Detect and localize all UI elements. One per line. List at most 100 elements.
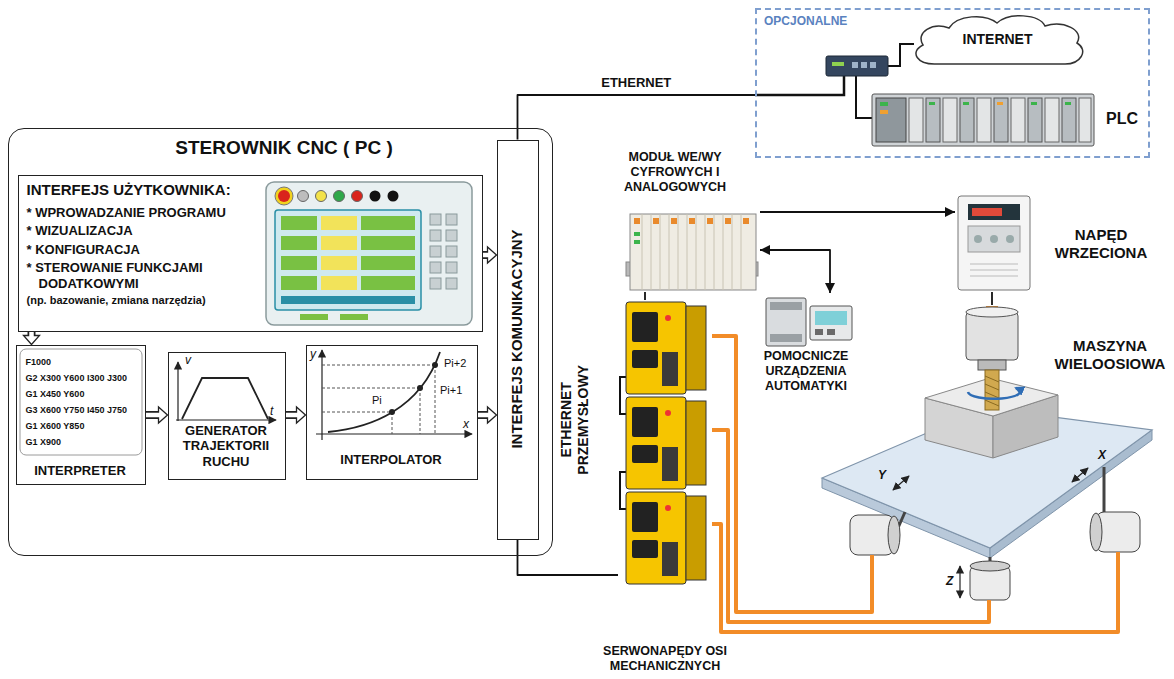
spindle-inverter (968, 204, 1020, 220)
flow-arrow (146, 407, 168, 423)
network-switch (826, 56, 888, 76)
plc-rack (960, 98, 974, 142)
point-label: Pi+1 (440, 384, 462, 397)
flow-arrow (478, 413, 490, 418)
hmi-panel (430, 230, 441, 241)
node-label: PLC (1106, 109, 1138, 128)
hmi-panel (321, 236, 357, 250)
network-label: ETHERNET PRZEMYSŁOWY (558, 335, 592, 505)
controller-box: STEROWNIK CNC ( PC )INTERFEJS UŻYTKOWNIK… (8, 128, 553, 556)
axis-motors (1090, 513, 1102, 551)
spindle-inverter (974, 235, 982, 243)
servo-drive-picture (686, 401, 706, 485)
spindle-drive: NAPĘD WRZECIONA (955, 192, 1168, 292)
hmi-panel (430, 262, 441, 273)
plc-rack (880, 102, 888, 106)
network-line (518, 95, 756, 140)
note-text: (np. bazowanie, zmiana narzędzia) (27, 294, 261, 307)
servo-drive-picture (626, 397, 686, 489)
plc-rack (1045, 98, 1059, 142)
plc-rack (1065, 102, 1071, 105)
plc-rack (876, 98, 906, 142)
code-line: G2 X300 Y600 I300 J300 (26, 370, 142, 386)
point-label: Pi (372, 394, 382, 407)
interpolation-plot (316, 350, 472, 440)
network-switch (856, 76, 872, 118)
auxiliary-devices-picture (815, 329, 823, 335)
servo-drive-picture (665, 315, 671, 321)
node-label: MODUŁ WE/WY CYFROWYCH I ANALOGOWYCH (600, 150, 750, 195)
network-line (518, 95, 756, 140)
hmi-panel (300, 314, 328, 320)
hmi-panel (266, 182, 472, 325)
hmi-panel (430, 278, 441, 289)
hmi-panel (446, 246, 457, 257)
axis-motors (1103, 467, 1106, 512)
list-item: * STEROWANIE FUNKCJAMI DODATKOWYMI (27, 260, 261, 291)
axis-direction-arrow (959, 566, 960, 598)
servo-drive-picture (632, 407, 658, 437)
node-label: INTERFEJS KOMUNIKACYJNY (508, 149, 526, 529)
servo-drive-picture (626, 492, 686, 584)
axis-motors (970, 561, 1010, 571)
network-line (760, 245, 770, 255)
hmi-panel (361, 236, 415, 250)
flow-arrow (29, 332, 34, 338)
spindle-motor (985, 376, 999, 406)
axis-label: y (310, 347, 316, 361)
plc-rack (1031, 102, 1037, 105)
plc-rack (963, 102, 969, 105)
interpolation-plot (417, 385, 423, 391)
code-line: G1 X600 Y850 (26, 418, 142, 434)
io-module-picture (630, 214, 756, 290)
text-column: F1000G2 X300 Y600 I300 J300G1 X450 Y600G… (26, 354, 142, 450)
spindle-inverter (1006, 235, 1014, 243)
spindle-motor (966, 307, 1018, 317)
network-line (760, 245, 835, 293)
interpolation-plot (392, 412, 393, 434)
network-switch (832, 62, 844, 66)
process-box: INTERFEJS UŻYTKOWNIKA:* WPROWADZANIE PRO… (18, 175, 483, 332)
motor-cable (712, 430, 989, 622)
hmi-panel (281, 276, 317, 290)
axis-direction-arrow (893, 476, 909, 490)
plc-rack (1011, 98, 1025, 142)
network-switch (888, 44, 914, 66)
cloud-shape: INTERNET (905, 12, 1090, 68)
plc-rack (1062, 98, 1076, 142)
hmi-panel (281, 216, 317, 230)
hmi-panel (446, 262, 457, 273)
auxiliary-devices: POMOCNICZE URZĄDZENIA AUTOMATYKI (745, 293, 867, 397)
list-item: * WPROWADZANIE PROGRAMU (27, 205, 261, 221)
servo-drive-picture (620, 302, 706, 584)
flow-arrow (24, 332, 40, 345)
velocity-profile-plot (176, 362, 276, 421)
spindle-motor (966, 306, 1020, 410)
axis-name: Y (878, 468, 886, 482)
plc-rack (909, 98, 923, 142)
spindle-inverter (958, 196, 1030, 290)
hmi-panel (430, 214, 441, 225)
network-line (825, 283, 835, 293)
plc-rack (994, 98, 1008, 142)
motor-cable-stub (1116, 552, 1120, 607)
axis-label: x (463, 417, 469, 431)
hmi-panel (275, 187, 293, 205)
plc-rack (926, 98, 940, 142)
interpolation-plot (322, 412, 392, 413)
flow-arrow (483, 247, 497, 263)
hmi-panel (446, 214, 457, 225)
servo-drive-picture (686, 306, 706, 390)
servo-drive-picture (620, 472, 626, 509)
network-line (518, 540, 619, 576)
plc-rack (1028, 98, 1042, 142)
axis-direction-arrow (893, 468, 1088, 598)
node-label: NAPĘD WRZECIONA (1037, 226, 1165, 262)
io-module-picture (689, 218, 695, 224)
network-line (518, 540, 619, 576)
servo-drive-picture (662, 447, 678, 481)
machine-tool: MASZYNA WIELOOSIOWA (855, 305, 1169, 606)
